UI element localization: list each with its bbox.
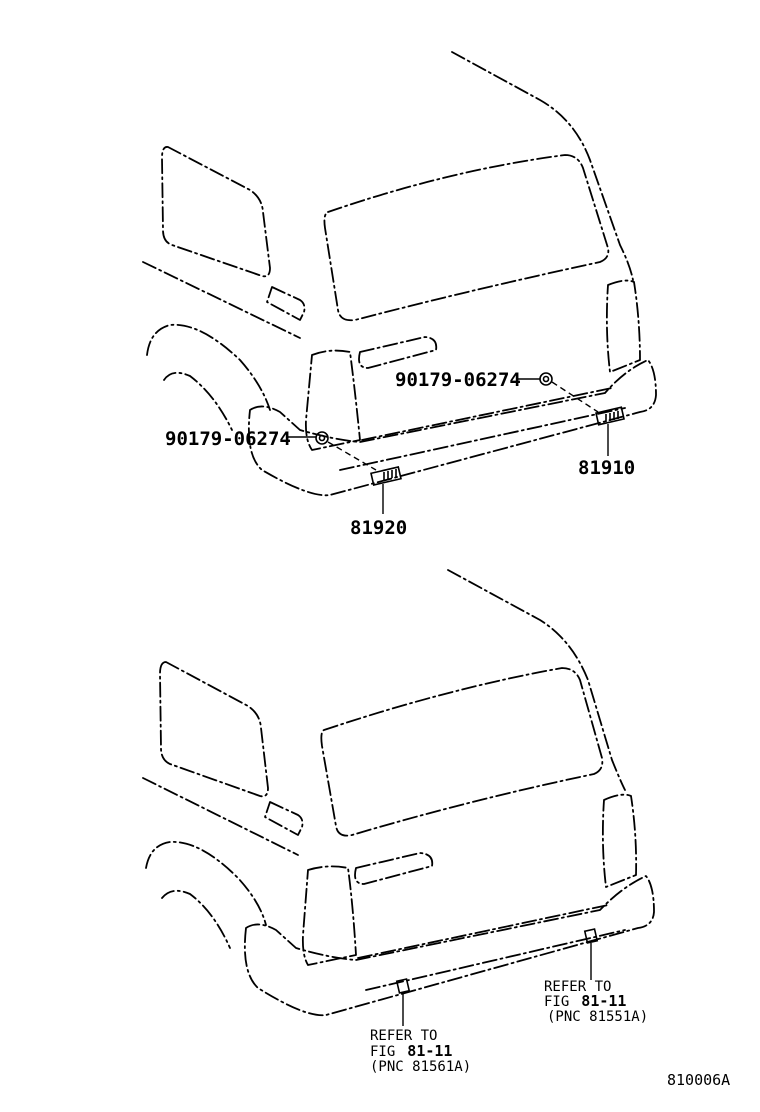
reflector-left-ridges	[383, 469, 397, 480]
ref-left-pnc: (PNC 81561A)	[370, 1059, 471, 1075]
clip-left-outer	[315, 431, 329, 445]
ref-mark-right[interactable]	[583, 928, 599, 944]
rear-window-outline-2	[320, 667, 604, 837]
door-handle-outline	[358, 336, 438, 369]
bumper-lower-edge-2	[365, 929, 626, 991]
door-handle-outline-2	[354, 852, 434, 885]
ref-left-fig-prefix: FIG	[370, 1044, 395, 1060]
right-rear-lamp-outline-2	[601, 793, 638, 888]
reflector-left[interactable]	[370, 466, 402, 486]
reflector-right[interactable]	[595, 406, 625, 426]
ref-mark-left[interactable]	[395, 978, 411, 994]
ref-right-fig-prefix: FIG	[544, 994, 569, 1010]
part-number-81910: 81910	[578, 457, 635, 479]
wheel-arch-outer-2	[145, 841, 267, 926]
right-rear-lamp-outline	[605, 279, 641, 373]
side-marker-outline	[266, 286, 306, 321]
wheel-arch-inner	[163, 371, 233, 431]
clip-left[interactable]	[315, 431, 329, 445]
wheel-arch-outer	[146, 323, 271, 411]
ref-right-pnc: (PNC 81551A)	[547, 1009, 648, 1025]
roof-outline	[451, 51, 634, 281]
bumper-outline	[247, 359, 657, 497]
ref-right-fig: FIG 81-11	[544, 992, 626, 1010]
clip-upper-inner	[542, 375, 550, 383]
ref-left-fig-num[interactable]: 81-11	[407, 1042, 452, 1060]
side-window-outline-2	[159, 661, 269, 798]
left-rear-lamp-outline	[304, 349, 361, 451]
wheel-arch-inner-2	[161, 889, 231, 949]
bottom-vehicle-view: REFER TO FIG 81-11 (PNC 81561A) REFER TO…	[142, 569, 655, 1075]
roof-outline-2	[447, 569, 626, 791]
rear-window-outline	[323, 154, 610, 322]
callout-90179-left: 90179-06274	[165, 428, 291, 450]
leader-clip-left-dash	[327, 441, 377, 471]
ref-left-line1: REFER TO	[370, 1028, 437, 1044]
leader-clip-upper-dash	[551, 381, 599, 413]
body-side-line	[142, 261, 301, 339]
clip-upper-outer	[539, 372, 553, 386]
gate-lower-edge	[361, 387, 613, 441]
ref-left-fig: FIG 81-11	[370, 1042, 452, 1060]
clip-upper[interactable]	[539, 372, 553, 386]
ref-right-line1: REFER TO	[544, 979, 611, 995]
top-vehicle-view: 90179-06274 90179-06274 81910 81920	[142, 51, 657, 539]
side-window-outline	[161, 146, 271, 278]
reflector-right-ridges	[605, 411, 619, 422]
clip-left-inner	[318, 434, 326, 442]
bumper-outline-2	[243, 875, 655, 1017]
ref-right-fig-num[interactable]: 81-11	[581, 992, 626, 1010]
body-side-line-2	[142, 777, 299, 856]
figure-id: 810006A	[667, 1071, 730, 1089]
reflector-right-body	[595, 406, 625, 426]
gate-lower-edge-2	[357, 904, 609, 959]
left-rear-lamp-outline-2	[301, 865, 357, 966]
part-number-81920: 81920	[350, 517, 407, 539]
callout-90179-upper: 90179-06274	[395, 369, 521, 391]
bumper-lower-edge	[339, 407, 626, 471]
side-marker-outline-2	[264, 801, 304, 836]
reflector-left-body	[370, 466, 402, 486]
